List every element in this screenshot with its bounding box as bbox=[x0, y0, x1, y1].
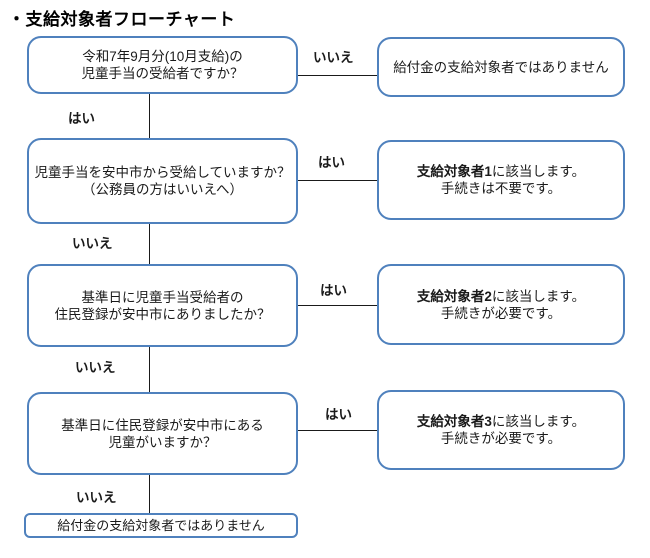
question-3-line-1: 基準日に児童手当受給者の bbox=[81, 289, 244, 305]
edge-label-no-3: いいえ bbox=[75, 360, 116, 375]
edge-label-yes-4: はい bbox=[325, 407, 352, 422]
result-3-bold: 支給対象者2 bbox=[416, 288, 492, 304]
connector-horizontal-q3-r3 bbox=[298, 305, 377, 306]
connector-vertical-q3-q4 bbox=[149, 347, 150, 392]
result-box-target-2: 支給対象者2に該当します。 手続きが必要です。 bbox=[377, 264, 625, 345]
edge-label-no-4: いいえ bbox=[76, 490, 117, 505]
page-title: ・支給対象者フローチャート bbox=[8, 10, 236, 29]
question-2-line-2: （公務員の方はいいえへ） bbox=[81, 182, 244, 197]
question-box-1: 令和7年9月分(10月支給)の 児童手当の受給者ですか？ bbox=[27, 36, 298, 94]
question-1-line-2: 児童手当の受給者ですか？ bbox=[81, 66, 244, 81]
edge-label-no-2: いいえ bbox=[72, 236, 113, 251]
connector-horizontal-q4-r4 bbox=[298, 430, 377, 431]
connector-horizontal-q1-r1 bbox=[298, 75, 377, 76]
result-3-line-2: 手続きが必要です。 bbox=[440, 305, 562, 321]
connector-horizontal-q2-r2 bbox=[298, 180, 377, 181]
edge-label-yes-1: はい bbox=[68, 111, 95, 126]
result-box-target-1: 支給対象者1に該当します。 手続きは不要です。 bbox=[377, 140, 625, 220]
result-2-bold: 支給対象者1 bbox=[416, 164, 492, 179]
result-4-bold: 支給対象者3 bbox=[416, 414, 492, 429]
result-4-line-1: 支給対象者3に該当します。 bbox=[417, 413, 585, 430]
question-1-line-1: 令和7年9月分(10月支給)の bbox=[82, 49, 243, 64]
connector-vertical-q1-q2 bbox=[149, 94, 150, 138]
result-3-line-1: 支給対象者2に該当します。 bbox=[417, 288, 585, 305]
question-box-4: 基準日に住民登録が安中市にある 児童がいますか？ bbox=[27, 392, 298, 475]
question-3-line-2: 住民登録が安中市にありましたか？ bbox=[54, 306, 271, 322]
result-box-target-3: 支給対象者3に該当します。 手続きが必要です。 bbox=[377, 390, 625, 470]
edge-label-no-1: いいえ bbox=[313, 50, 354, 65]
result-1-text: 給付金の支給対象者ではありません bbox=[393, 59, 609, 75]
question-2-line-1: 児童手当を安中市から受給していますか？ bbox=[34, 165, 291, 180]
result-2-line-2: 手続きは不要です。 bbox=[440, 181, 562, 196]
final-text: 給付金の支給対象者ではありません bbox=[57, 518, 265, 533]
connector-vertical-q2-q3 bbox=[149, 224, 150, 264]
final-box-not-eligible: 給付金の支給対象者ではありません bbox=[24, 513, 298, 538]
result-4-rest: に該当します。 bbox=[491, 414, 586, 429]
result-box-not-eligible-top: 給付金の支給対象者ではありません bbox=[377, 37, 625, 97]
question-4-line-1: 基準日に住民登録が安中市にある bbox=[61, 417, 264, 433]
connector-vertical-q4-final bbox=[149, 475, 150, 513]
edge-label-yes-3: はい bbox=[320, 283, 347, 298]
result-2-rest: に該当します。 bbox=[491, 164, 586, 179]
edge-label-yes-2: はい bbox=[318, 155, 345, 170]
result-4-line-2: 手続きが必要です。 bbox=[440, 431, 562, 446]
result-3-rest: に該当します。 bbox=[491, 288, 586, 304]
result-2-line-1: 支給対象者1に該当します。 bbox=[417, 163, 585, 180]
question-box-3: 基準日に児童手当受給者の 住民登録が安中市にありましたか？ bbox=[27, 264, 298, 347]
question-4-line-2: 児童がいますか？ bbox=[108, 434, 217, 450]
question-box-2: 児童手当を安中市から受給していますか？ （公務員の方はいいえへ） bbox=[27, 138, 298, 224]
